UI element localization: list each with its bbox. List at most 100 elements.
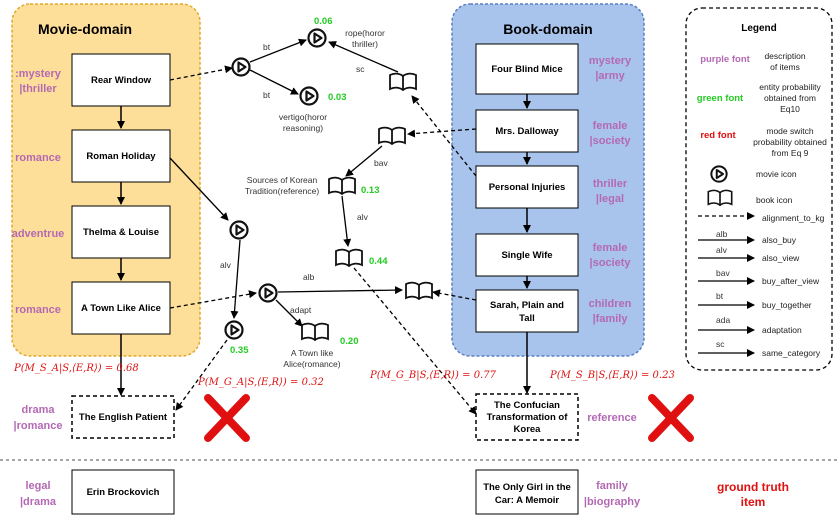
svg-text:Personal Injuries: Personal Injuries	[489, 182, 566, 193]
book-desc-2b: |society	[590, 135, 632, 147]
kg-korean-label-a: Sources of Korean	[247, 175, 318, 185]
kg-movie-icon-2	[229, 220, 249, 240]
movie-desc-3: adventrue	[12, 228, 65, 240]
svg-text:Thelma & Louise: Thelma & Louise	[83, 227, 159, 238]
prob-rope: 0.06	[314, 16, 333, 27]
movie-desc-2: romance	[15, 152, 61, 164]
edge-label-adapt: adapt	[290, 305, 312, 315]
edge-label-alv-1: alv	[357, 212, 369, 222]
book-desc-1a: mystery	[589, 55, 632, 67]
svg-text:Transformation of: Transformation of	[487, 412, 569, 423]
svg-text:The English Patient: The English Patient	[79, 412, 168, 423]
book-gt-desc-a: family	[596, 480, 629, 492]
book-domain-title: Book-domain	[503, 21, 592, 37]
kg-book-icon-2	[378, 126, 406, 145]
kg-book-icon-1	[389, 72, 417, 91]
movie-desc-4: romance	[15, 304, 61, 316]
svg-text:Single Wife: Single Wife	[501, 250, 552, 261]
svg-text:Car: A Memoir: Car: A Memoir	[495, 495, 560, 506]
svg-text:Korea: Korea	[514, 424, 542, 435]
movie-pred-desc-b: |romance	[14, 420, 63, 432]
mode-prob-movie-general: P(M_G_A|S,⟨E,R⟩) = 0.32	[197, 377, 324, 388]
svg-text:alv: alv	[716, 245, 728, 255]
book-desc-4b: |society	[590, 257, 632, 269]
book-desc-2a: female	[593, 120, 628, 132]
movie-gt-desc-a: legal	[25, 480, 50, 492]
movie-ground-truth-erin-brockovich: Erin Brockovich	[71, 469, 175, 515]
book-desc-3a: thriller	[593, 178, 628, 190]
movie-wrong-icon	[204, 394, 250, 442]
book-item-personal-injuries: Personal Injuries	[475, 165, 579, 209]
ground-truth-label-b: item	[741, 495, 766, 509]
kg-movie-icon-3	[258, 283, 278, 303]
edge-label-alb: alb	[303, 272, 315, 282]
kg-movie-icon-vertigo	[299, 86, 319, 106]
movie-desc-1b: |thriller	[19, 83, 57, 95]
prob-movie-alv: 0.35	[230, 345, 249, 356]
svg-text:Four Blind Mice: Four Blind Mice	[491, 64, 562, 75]
legend-green-key: green font	[697, 93, 744, 104]
edge-label-bt-2: bt	[263, 90, 271, 100]
svg-text:Mrs. Dalloway: Mrs. Dalloway	[495, 126, 559, 137]
svg-text:The Only Girl in the: The Only Girl in the	[483, 482, 571, 493]
book-ground-truth-only-girl: The Only Girl in the Car: A Memoir	[475, 469, 579, 515]
book-gt-desc-b: |biography	[584, 496, 641, 508]
movie-gt-desc-b: |drama	[20, 496, 57, 508]
movie-prediction-english-patient: The English Patient	[71, 395, 175, 439]
kg-alice-label-a: A Town like	[291, 348, 334, 358]
svg-text:probability obtained: probability obtained	[753, 137, 827, 147]
legend-red-key: red font	[700, 130, 736, 141]
svg-text:buy_together: buy_together	[762, 300, 812, 310]
prob-mid-book: 0.44	[369, 256, 388, 267]
book-item-single-wife: Single Wife	[475, 233, 579, 277]
svg-text:movie icon: movie icon	[756, 169, 797, 179]
svg-text:also_buy: also_buy	[762, 235, 797, 245]
edge-label-sc: sc	[356, 64, 365, 74]
svg-text:Sarah, Plain and: Sarah, Plain and	[490, 300, 564, 311]
kg-book-icon-alice	[301, 322, 329, 341]
book-item-mrs-dalloway: Mrs. Dalloway	[475, 109, 579, 153]
kg-movie-icon-4	[224, 320, 244, 340]
legend-title: Legend	[741, 23, 777, 34]
svg-text:sc: sc	[716, 339, 725, 349]
svg-text:Tall: Tall	[519, 313, 535, 324]
book-desc-1b: |army	[595, 70, 625, 82]
mode-prob-movie-self: P(M_S_A|S,⟨E,R⟩) = 0.68	[13, 363, 139, 374]
movie-domain-title: Movie-domain	[38, 21, 132, 37]
svg-text:The Confucian: The Confucian	[494, 400, 560, 411]
movie-item-roman-holiday: Roman Holiday	[71, 129, 171, 183]
book-wrong-icon	[648, 394, 694, 442]
prob-vertigo: 0.03	[328, 92, 347, 103]
svg-text:Roman Holiday: Roman Holiday	[86, 151, 156, 162]
book-desc-4a: female	[593, 242, 628, 254]
svg-text:obtained from: obtained from	[764, 93, 816, 103]
svg-text:of items: of items	[770, 62, 800, 72]
movie-item-thelma-louise: Thelma & Louise	[71, 205, 171, 259]
prob-alice-book: 0.20	[340, 336, 359, 347]
legend: Legend purple font description of items …	[685, 7, 833, 371]
kg-book-icon-korean	[328, 176, 356, 195]
svg-text:description: description	[764, 51, 805, 61]
mode-prob-book-self: P(M_S_B|S,⟨E,R⟩) = 0.23	[549, 370, 675, 381]
kg-book-icon-4	[405, 281, 433, 300]
kg-korean-label-b: Tradition(reference)	[245, 186, 319, 196]
svg-text:A Town Like Alice: A Town Like Alice	[81, 303, 161, 314]
kg-movie-icon-rope	[307, 28, 327, 48]
svg-text:bav: bav	[716, 268, 730, 278]
movie-desc-1a: :mystery	[15, 68, 62, 80]
prob-korean: 0.13	[361, 185, 380, 196]
kg-vertigo-label-b: reasoning)	[283, 123, 323, 133]
kg-vertigo-label-a: vertigo(horor	[279, 112, 327, 122]
svg-text:same_category: same_category	[762, 348, 821, 358]
kg-rope-label-a: rope(horor	[345, 28, 385, 38]
svg-text:alb: alb	[716, 229, 728, 239]
mode-prob-book-general: P(M_G_B|S,⟨E,R⟩) = 0.77	[369, 370, 497, 381]
svg-text:Erin Brockovich: Erin Brockovich	[87, 487, 160, 498]
book-desc-5a: children	[589, 298, 632, 310]
edge-label-alv-2: alv	[220, 260, 232, 270]
movie-item-town-like-alice: A Town Like Alice	[71, 281, 171, 335]
svg-text:adaptation: adaptation	[762, 325, 802, 335]
svg-text:entity probability: entity probability	[759, 82, 821, 92]
